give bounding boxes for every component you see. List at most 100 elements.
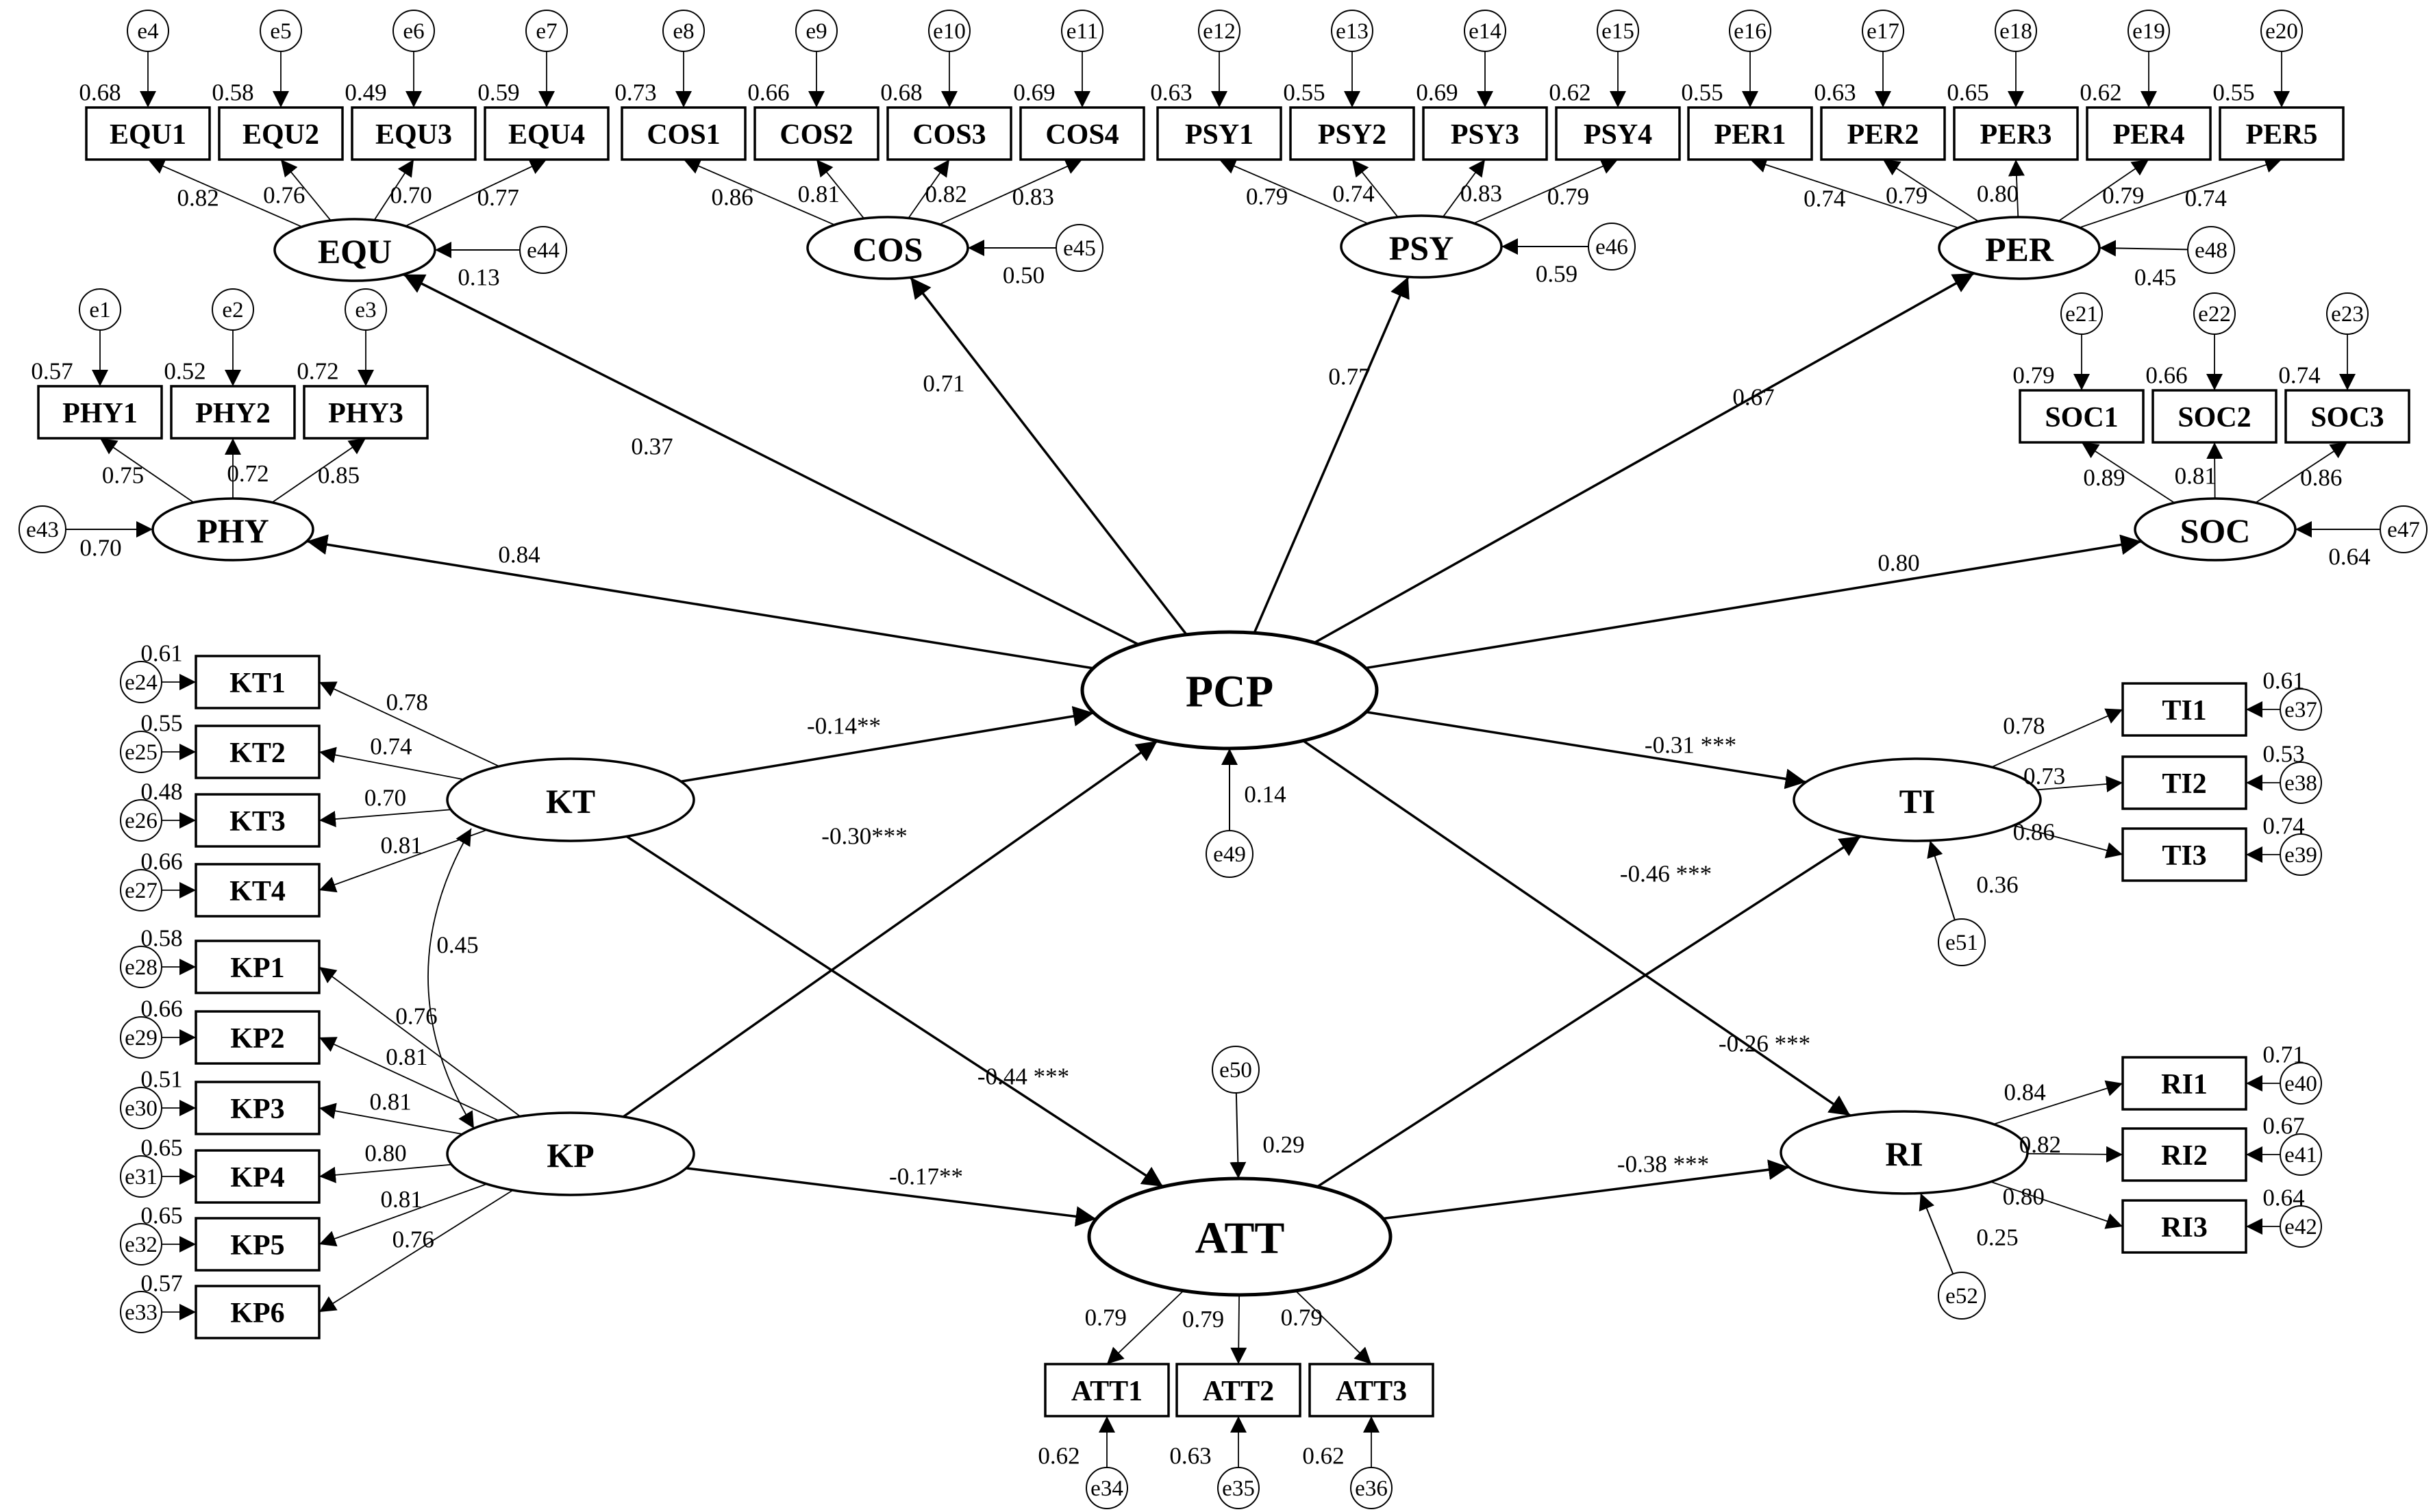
latent-error-att-value: 0.29 xyxy=(1262,1131,1304,1158)
latent-att xyxy=(1087,1176,1393,1297)
error-kp4 xyxy=(120,1155,162,1198)
pcp-cos-coef: 0.71 xyxy=(923,370,964,397)
error-att3-label: e36 xyxy=(1355,1476,1388,1501)
latent-error-equ xyxy=(519,226,567,274)
loading-path-equ2 xyxy=(280,159,332,221)
error-ti2-label: e38 xyxy=(2284,771,2317,796)
error-cos4-label: e11 xyxy=(1066,19,1098,44)
error-equ1 xyxy=(127,10,169,52)
indicator-equ4 xyxy=(484,106,610,161)
indicator-per5-label: PER5 xyxy=(2246,119,2318,151)
pcp-soc-coef: 0.80 xyxy=(1877,550,1919,577)
latent-soc xyxy=(2134,497,2297,562)
indicator-ti1 xyxy=(2121,682,2247,737)
error-att3 xyxy=(1350,1467,1393,1509)
loading-att3: 0.79 xyxy=(1281,1304,1323,1331)
error-per4 xyxy=(2128,10,2170,52)
pcp-per-path xyxy=(1314,272,1975,644)
indicator-kp6-label: KP6 xyxy=(230,1298,284,1329)
r2-per4: 0.62 xyxy=(2080,79,2121,106)
indicator-kp1 xyxy=(195,940,321,994)
error-cos3 xyxy=(928,10,971,52)
loading-per2: 0.79 xyxy=(1886,182,1927,209)
indicator-ri1-label: RI1 xyxy=(2161,1069,2208,1100)
loading-path-kp1 xyxy=(319,966,521,1117)
indicator-att1-label: ATT1 xyxy=(1071,1376,1143,1407)
indicator-ri2-label: RI2 xyxy=(2161,1140,2208,1172)
loading-path-att3 xyxy=(1295,1290,1372,1365)
r2-phy3: 0.72 xyxy=(297,358,338,385)
loading-path-soc2 xyxy=(2206,442,2223,499)
loading-ti3: 0.86 xyxy=(2013,818,2055,845)
error-psy2-label: e13 xyxy=(1336,19,1369,44)
shapes-layer xyxy=(18,10,2428,1509)
indicator-soc1 xyxy=(2019,389,2145,444)
error-kt4-label: e27 xyxy=(125,879,158,903)
r2-att3: 0.62 xyxy=(1302,1443,1344,1470)
indicator-psy4-label: PSY4 xyxy=(1584,119,1652,151)
r2-cos2: 0.66 xyxy=(747,79,789,106)
r2-kt4: 0.66 xyxy=(140,848,182,875)
path-pcp-ti xyxy=(1366,711,1806,790)
loading-path-cos2 xyxy=(816,159,865,219)
indicator-kt4 xyxy=(195,863,321,918)
loading-cos4: 0.83 xyxy=(1012,184,1054,210)
loading-path-kp4 xyxy=(319,1163,452,1183)
latent-soc-label: SOC xyxy=(2180,512,2251,550)
indicator-cos3-label: COS3 xyxy=(912,119,986,151)
error-soc2-label: e22 xyxy=(2198,302,2231,327)
r2-ri1: 0.71 xyxy=(2262,1042,2304,1068)
indicator-kp4 xyxy=(195,1149,321,1204)
indicator-per5 xyxy=(2219,106,2345,161)
latent-psy-label: PSY xyxy=(1389,229,1453,267)
indicator-per3-label: PER3 xyxy=(1980,119,2052,151)
indicator-ti2-label: TI2 xyxy=(2162,768,2206,800)
indicator-att2 xyxy=(1175,1363,1301,1418)
loading-equ4: 0.77 xyxy=(477,184,519,211)
r2-soc2: 0.66 xyxy=(2145,362,2187,389)
error-psy4 xyxy=(1597,10,1639,52)
latent-error-path-ti xyxy=(1927,840,1956,920)
indicator-kt2-label: KT2 xyxy=(229,738,286,769)
loading-path-per3 xyxy=(2008,159,2025,218)
loading-path-ti1 xyxy=(1991,708,2123,768)
error-equ1-label: e4 xyxy=(137,19,158,44)
pcp-cos-path xyxy=(909,277,1188,635)
indicator-soc2 xyxy=(2151,389,2278,444)
path-kp-pcp xyxy=(623,740,1158,1118)
loading-kt3: 0.70 xyxy=(364,784,406,811)
latent-pcp-label: PCP xyxy=(1186,667,1273,717)
loading-soc2: 0.81 xyxy=(2175,462,2217,489)
loading-kp6: 0.76 xyxy=(392,1226,434,1252)
latent-cos-label: COS xyxy=(853,230,923,268)
latent-kt xyxy=(446,757,695,842)
loading-path-kp6 xyxy=(319,1189,514,1313)
indicator-kt1 xyxy=(195,655,321,709)
loading-cos2: 0.81 xyxy=(798,181,840,207)
latent-error-ri-label: e52 xyxy=(1945,1284,1978,1309)
loading-soc3: 0.86 xyxy=(2300,464,2342,491)
loading-path-per5 xyxy=(2079,157,2282,229)
error-soc3-label: e23 xyxy=(2331,302,2364,327)
error-per5 xyxy=(2260,10,2303,52)
error-per4-label: e19 xyxy=(2132,19,2165,44)
error-cos1-label: e8 xyxy=(673,19,694,44)
path-kp-att xyxy=(686,1167,1097,1227)
loading-path-cos3 xyxy=(908,159,950,219)
latent-phy xyxy=(151,497,314,562)
error-kt2 xyxy=(120,731,162,773)
loading-ti1: 0.78 xyxy=(2003,712,2045,739)
latent-error-ri xyxy=(1938,1272,1986,1320)
latent-error-equ-value: 0.13 xyxy=(458,264,499,291)
latent-error-ti xyxy=(1938,918,1986,966)
error-equ3-label: e6 xyxy=(403,19,424,44)
r2-phy1: 0.57 xyxy=(31,358,73,385)
loading-ri3: 0.80 xyxy=(2003,1183,2045,1210)
r2-psy3: 0.69 xyxy=(1416,79,1458,106)
indicator-psy4 xyxy=(1555,106,1681,161)
error-per2 xyxy=(1862,10,1904,52)
indicator-per4-label: PER4 xyxy=(2113,119,2185,151)
loading-cos1: 0.86 xyxy=(712,184,753,210)
indicator-ti1-label: TI1 xyxy=(2162,695,2206,727)
